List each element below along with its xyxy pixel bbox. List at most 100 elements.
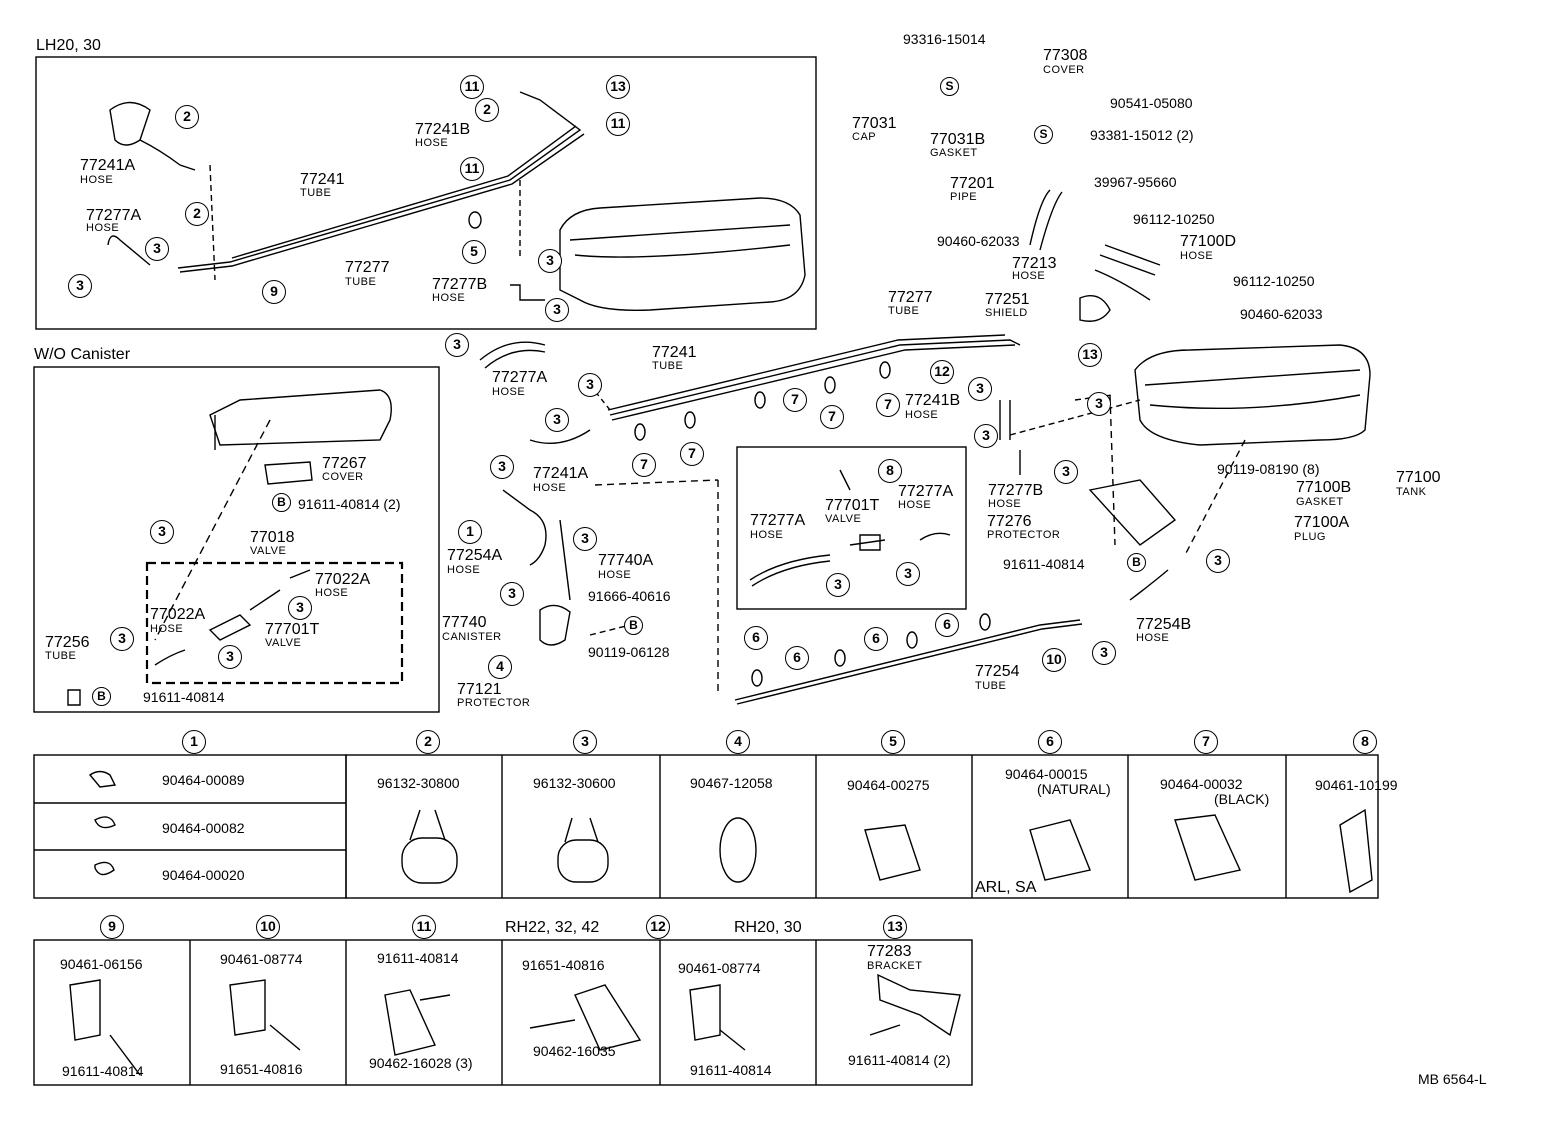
callout-13: 13 (1078, 343, 1102, 367)
code-96132-30600: 96132-30600 (533, 775, 616, 791)
part-77241: 77241 (300, 171, 345, 188)
lh-frame (35, 56, 817, 330)
part-77276-name: PROTECTOR (987, 529, 1061, 541)
legend-callout-8: 8 (1353, 730, 1377, 754)
legend-callout-3: 3 (573, 730, 597, 754)
legend-callout-5: 5 (881, 730, 905, 754)
part-77241-c-name: TUBE (652, 360, 684, 372)
part-77254a-name: HOSE (447, 564, 481, 576)
part-77121: 77121 (457, 681, 502, 698)
code-91651-40816: 91651-40816 (220, 1061, 303, 1077)
callout-3: 3 (1206, 549, 1230, 573)
symbol-s: S (1034, 125, 1053, 144)
code-93381-15012: 93381-15012 (2) (1090, 127, 1194, 143)
part-77740a-name: HOSE (598, 569, 632, 581)
part-77031b: 77031B (930, 131, 986, 148)
code-90460-62033: 90460-62033 (937, 233, 1020, 249)
legend-callout-11: 11 (412, 915, 436, 939)
callout-10: 10 (1042, 648, 1066, 672)
part-77241a-name: HOSE (80, 174, 114, 186)
part-77100a: 77100A (1294, 514, 1350, 531)
part-77100a-name: PLUG (1294, 531, 1326, 543)
callout-2: 2 (475, 98, 499, 122)
code-96112-10250-b: 96112-10250 (1233, 273, 1315, 289)
part-77213: 77213 (1012, 255, 1057, 272)
part-77277a-c: 77277A (492, 369, 548, 386)
callout-6: 6 (785, 646, 809, 670)
part-77251-name: SHIELD (985, 307, 1028, 319)
code-91611-40814-2-l13: 91611-40814 (2) (848, 1052, 951, 1068)
callout-3: 3 (68, 274, 92, 298)
note-black: (BLACK) (1214, 791, 1270, 807)
part-77267: 77267 (322, 455, 367, 472)
part-77740a: 77740A (598, 552, 654, 569)
detail-77701t-frame (736, 446, 967, 610)
part-77277b: 77277B (432, 276, 488, 293)
part-77100b: 77100B (1296, 479, 1352, 496)
legend-callout-13: 13 (883, 915, 907, 939)
code-90541-05080: 90541-05080 (1110, 95, 1193, 111)
symbol-b: B (92, 687, 111, 706)
callout-7: 7 (876, 393, 900, 417)
callout-4: 4 (488, 655, 512, 679)
callout-3: 3 (545, 408, 569, 432)
part-77277a-c-name: HOSE (492, 386, 526, 398)
symbol-s: S (940, 77, 959, 96)
part-77277a-e: 77277A (750, 512, 806, 529)
callout-6: 6 (864, 627, 888, 651)
part-77213-name: HOSE (1012, 270, 1046, 282)
part-77277-c: 77277 (888, 289, 933, 306)
callout-3: 3 (896, 562, 920, 586)
part-77701t-d: 77701T (825, 497, 880, 514)
part-77277a-d-name: HOSE (898, 499, 932, 511)
part-77277b-name: HOSE (432, 292, 466, 304)
callout-9: 9 (262, 280, 286, 304)
callout-11: 11 (460, 157, 484, 181)
part-77277a: 77277A (86, 207, 142, 224)
part-77254: 77254 (975, 663, 1020, 680)
part-77308: 77308 (1043, 47, 1088, 64)
callout-3: 3 (490, 455, 514, 479)
code-90461-10199: 90461-10199 (1315, 777, 1398, 793)
part-77701t-name: VALVE (265, 637, 302, 649)
part-77241b-name: HOSE (415, 137, 449, 149)
callout-3: 3 (288, 596, 312, 620)
part-77277: 77277 (345, 259, 390, 276)
code-91611-40814-c: 91611-40814 (1003, 556, 1085, 572)
part-77100d-name: HOSE (1180, 250, 1214, 262)
callout-3: 3 (218, 645, 242, 669)
part-77254a: 77254A (447, 547, 503, 564)
part-77022a-name: HOSE (315, 587, 349, 599)
callout-3: 3 (445, 333, 469, 357)
callout-3: 3 (1054, 460, 1078, 484)
part-77031b-name: GASKET (930, 147, 978, 159)
code-90461-08774: 90461-08774 (220, 951, 303, 967)
callout-3: 3 (578, 373, 602, 397)
part-77241a: 77241A (80, 157, 136, 174)
code-90464-00020: 90464-00020 (162, 867, 245, 883)
part-77251: 77251 (985, 291, 1030, 308)
callout-7: 7 (820, 405, 844, 429)
callout-3: 3 (1092, 641, 1116, 665)
part-77277a-name: HOSE (86, 222, 120, 234)
part-77201: 77201 (950, 175, 995, 192)
callout-3: 3 (500, 582, 524, 606)
callout-6: 6 (744, 626, 768, 650)
part-77100b-name: GASKET (1296, 496, 1344, 508)
part-77031-name: CAP (852, 131, 877, 143)
section-title-rh22: RH22, 32, 42 (505, 919, 600, 936)
code-39967-95660: 39967-95660 (1094, 174, 1177, 190)
callout-7: 7 (632, 453, 656, 477)
part-77241-name: TUBE (300, 187, 332, 199)
callout-3: 3 (573, 527, 597, 551)
part-77277b-c: 77277B (988, 482, 1044, 499)
code-90464-00082: 90464-00082 (162, 820, 245, 836)
part-77031: 77031 (852, 115, 897, 132)
code-96112-10250: 96112-10250 (1133, 211, 1215, 227)
code-91611-40814-2: 91611-40814 (2) (298, 496, 401, 512)
legend-callout-2: 2 (416, 730, 440, 754)
part-77022a-b-name: HOSE (150, 623, 184, 635)
part-77740: 77740 (442, 614, 487, 631)
code-91611-40814-l11: 91611-40814 (377, 950, 459, 966)
